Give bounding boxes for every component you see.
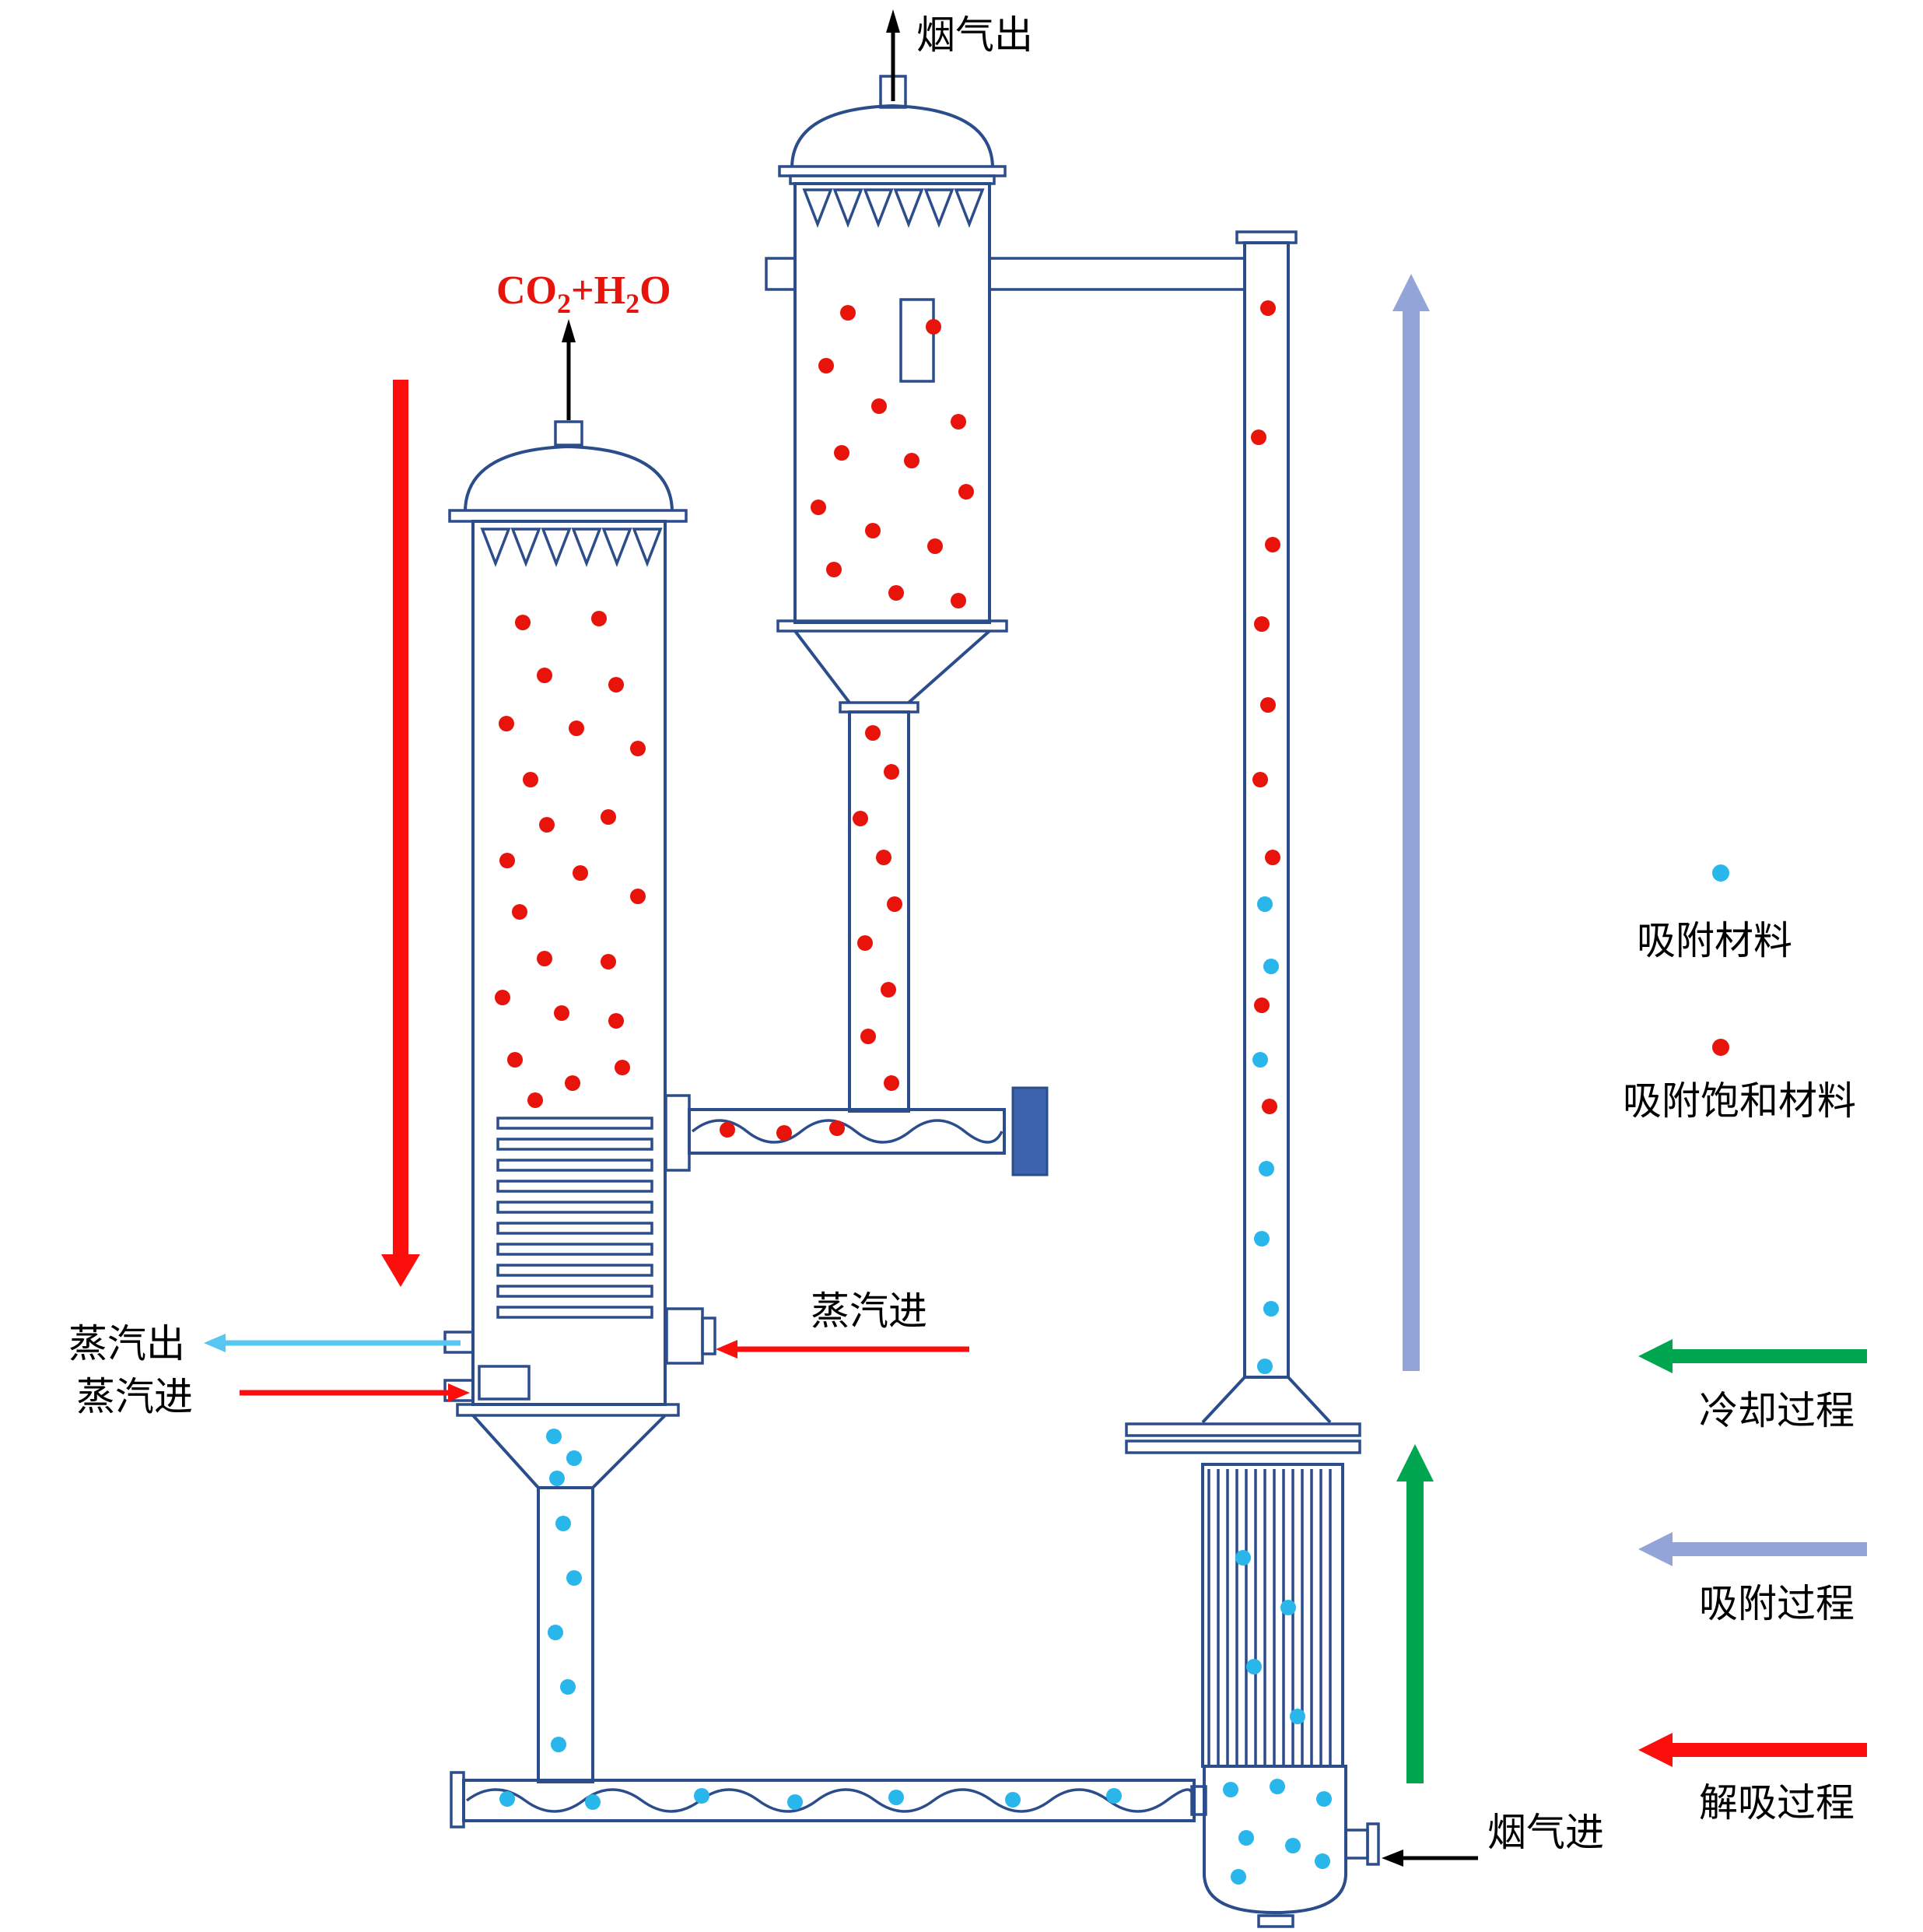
o-part: O xyxy=(639,268,671,313)
adsorbent-dots-desorber-outlet xyxy=(546,1429,582,1752)
co2-sub: 2 xyxy=(557,288,571,319)
steam-in-left-label: 蒸汽进 xyxy=(76,1375,193,1418)
conveyor-top-motor xyxy=(1011,1086,1049,1176)
steam-in-mid-nozzle xyxy=(665,1307,704,1365)
screw-conveyor-top xyxy=(664,1086,1049,1176)
cooling-direction-arrow xyxy=(1406,1480,1424,1783)
flow-arrows xyxy=(204,9,1478,1867)
absorber-body xyxy=(793,182,991,624)
legend-desorption-label: 解吸过程 xyxy=(1699,1781,1855,1825)
steam-in-mid-arrowhead xyxy=(716,1340,737,1359)
saturated-dots-absorber xyxy=(811,305,974,608)
desorber-dome xyxy=(464,444,674,511)
desorber-distributor-teeth xyxy=(480,528,663,567)
absorber-top-flange xyxy=(778,165,1007,177)
screw-conveyor-bottom xyxy=(450,1771,1207,1829)
absorber-left-stub-pipe xyxy=(765,257,795,291)
legend-adsorption-arrowhead xyxy=(1638,1532,1673,1566)
adsorbent-dots-conveyor xyxy=(499,1788,1122,1810)
absorber-dome xyxy=(790,103,994,167)
legend-cooling-arrow-icon xyxy=(1673,1349,1867,1363)
desorber-bottom-flange xyxy=(456,1403,680,1417)
conveyor-top-housing xyxy=(688,1108,1006,1155)
cooler-tube-bundle xyxy=(1207,1469,1332,1765)
desorber-top-flange xyxy=(448,509,688,523)
riser-bottom-flare xyxy=(1201,1376,1332,1424)
saturated-dots-absorber-downpipe xyxy=(853,725,902,1091)
legend-cooling-arrowhead xyxy=(1638,1339,1673,1373)
legend-adsorbent-label: 吸附材料 xyxy=(1637,919,1792,962)
saturated-dots-conveyor xyxy=(720,1120,845,1141)
flue-gas-in-nozzle xyxy=(1344,1829,1369,1860)
absorber-downpipe xyxy=(848,710,910,1113)
legend-saturated-dot-icon xyxy=(1712,1039,1729,1056)
legend-adsorbent-dot-icon xyxy=(1712,864,1729,882)
legend-desorption-arrow-icon xyxy=(1673,1743,1867,1757)
h2o-part: +H xyxy=(571,268,625,313)
desorption-direction-arrow xyxy=(393,380,408,1254)
legend-desorption-arrowhead xyxy=(1638,1733,1673,1767)
absorber-baffle xyxy=(899,298,935,383)
cooler-unit xyxy=(1125,1376,1380,1928)
legend-adsorption-label: 吸附过程 xyxy=(1699,1582,1855,1625)
saturated-dots-desorber xyxy=(495,611,646,1108)
flue-gas-in-label: 烟气进 xyxy=(1487,1811,1604,1854)
cooler-top-flange xyxy=(1125,1422,1361,1437)
steam-in-mid-flange xyxy=(701,1317,716,1355)
legend-saturated-label: 吸附饱和材料 xyxy=(1623,1079,1856,1123)
desorber-body xyxy=(471,520,667,1406)
bottom-vessel xyxy=(1203,1765,1347,1915)
conveyor-bottom-housing xyxy=(462,1779,1196,1822)
co2-part: CO xyxy=(496,268,557,313)
conveyor-bottom-end-cap xyxy=(450,1771,465,1829)
steam-out-arrowhead xyxy=(204,1334,226,1352)
flue-gas-in-flange xyxy=(1366,1822,1380,1866)
co2-out-arrowhead xyxy=(562,319,576,342)
riser-pipe xyxy=(1235,230,1298,1379)
flue-gas-out-label: 烟气出 xyxy=(916,13,1033,57)
flue-gas-in-arrowhead xyxy=(1382,1850,1403,1867)
adsorption-direction-arrow xyxy=(1403,310,1420,1371)
conveyor-top-screw xyxy=(691,1119,1004,1144)
saturated-dots-riser xyxy=(1251,300,1280,1114)
desorber-heat-exchanger xyxy=(496,1117,653,1319)
vessel-bottom-nozzle xyxy=(1257,1914,1294,1928)
process-direction-arrows xyxy=(381,274,1434,1783)
adsorbent-dots-cooler xyxy=(1223,1550,1332,1885)
steam-in-left-arrowhead xyxy=(448,1383,470,1402)
desorber-top-nozzle xyxy=(554,420,583,447)
desorption-direction-arrowhead xyxy=(381,1254,420,1287)
cooler-top-flange-2 xyxy=(1125,1439,1361,1454)
desorber-column xyxy=(443,420,716,1783)
riser-top-cap xyxy=(1235,230,1298,244)
adsorbent-dots-riser xyxy=(1252,896,1279,1374)
absorber-bottom-flange xyxy=(776,619,1008,633)
absorber-cone xyxy=(793,629,991,704)
steam-distributor-box xyxy=(478,1365,531,1401)
legend-adsorption-arrow-icon xyxy=(1673,1542,1867,1556)
conveyor-vessel-stub xyxy=(1190,1785,1207,1816)
steam-out-label: 蒸汽出 xyxy=(68,1322,185,1366)
h2o-sub: 2 xyxy=(625,288,639,319)
flue-gas-out-arrowhead xyxy=(886,9,900,33)
riser-body xyxy=(1243,241,1290,1379)
absorber-distributor-teeth xyxy=(802,188,985,228)
legend: 吸附材料 吸附饱和材料 冷却过程 吸附过程 解吸过程 xyxy=(1623,864,1867,1825)
steam-in-mid-label: 蒸汽进 xyxy=(811,1289,927,1333)
co2-h2o-label: CO2+H2O xyxy=(496,268,671,319)
desorber-cone xyxy=(471,1414,667,1489)
legend-cooling-label: 冷却过程 xyxy=(1699,1389,1855,1432)
cooling-direction-arrowhead xyxy=(1396,1444,1434,1481)
adsorption-direction-arrowhead xyxy=(1392,274,1430,311)
conveyor-top-flange xyxy=(664,1094,691,1172)
desorber-downpipe xyxy=(537,1486,594,1783)
conveyor-bottom-screw xyxy=(465,1788,1194,1813)
absorber-column xyxy=(765,75,1245,1113)
